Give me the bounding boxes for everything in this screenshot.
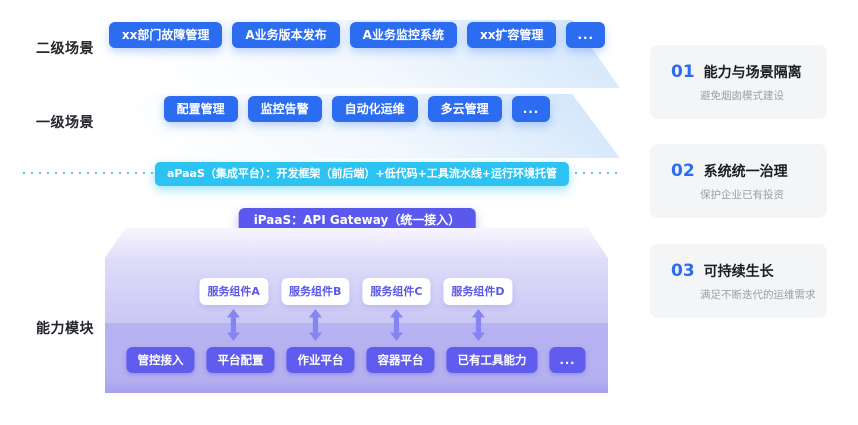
chip-existing-tools[interactable]: 已有工具能力 — [446, 347, 538, 373]
chip-platform-more[interactable]: ... — [549, 347, 586, 373]
capability-block-upper-face — [105, 258, 608, 323]
service-component-column: 服务组件C — [362, 278, 431, 341]
chip-primary-more[interactable]: ... — [511, 96, 551, 122]
apaas-bar[interactable]: aPaaS（集成平台）：开发框架（前后端）+低代码+工具流水线+运行环境托管 — [154, 162, 570, 186]
tier-label-primary-scenario: 一级场景 — [36, 115, 94, 131]
benefit-title: 系统统一治理 — [703, 164, 788, 180]
chip-container-platform[interactable]: 容器平台 — [366, 347, 435, 373]
double-arrow-icon — [471, 309, 485, 341]
benefit-card-isolation: 01 能力与场景隔离 避免烟囱模式建设 — [650, 45, 827, 119]
double-arrow-icon — [227, 309, 241, 341]
benefit-card-growth: 03 可持续生长 满足不断迭代的运维需求 — [650, 244, 827, 318]
service-component-b-card[interactable]: 服务组件B — [280, 278, 350, 305]
benefit-subtitle: 保护企业已有投资 — [700, 189, 784, 201]
benefit-heading: 03 可持续生长 — [671, 261, 817, 281]
service-component-column: 服务组件A — [199, 278, 268, 341]
tier-label-secondary-scenario: 二级场景 — [36, 41, 94, 57]
benefit-heading: 01 能力与场景隔离 — [671, 62, 817, 82]
chip-control-access[interactable]: 管控接入 — [126, 347, 195, 373]
service-component-a-card[interactable]: 服务组件A — [199, 278, 268, 305]
service-component-column: 服务组件B — [280, 278, 350, 341]
chip-multicloud-mgmt[interactable]: 多云管理 — [427, 96, 502, 122]
benefit-number: 02 — [671, 161, 695, 181]
capability-block-top-face — [105, 228, 608, 258]
chip-config-mgmt[interactable]: 配置管理 — [163, 96, 238, 122]
chip-secondary-more[interactable]: ... — [566, 22, 606, 48]
platform-capabilities-row: 管控接入 平台配置 作业平台 容器平台 已有工具能力 ... — [126, 347, 586, 373]
chip-job-platform[interactable]: 作业平台 — [286, 347, 355, 373]
chip-dept-fault-mgmt[interactable]: xx部门故障管理 — [108, 22, 223, 48]
secondary-scenario-row: xx部门故障管理 A业务版本发布 A业务监控系统 xx扩容管理 ... — [95, 22, 619, 48]
chip-platform-config[interactable]: 平台配置 — [206, 347, 275, 373]
benefit-subtitle: 避免烟囱模式建设 — [700, 90, 784, 102]
benefit-card-governance: 02 系统统一治理 保护企业已有投资 — [650, 144, 827, 218]
service-component-d-card[interactable]: 服务组件D — [443, 278, 513, 305]
benefit-number: 01 — [671, 62, 695, 82]
chip-scale-mgmt[interactable]: xx扩容管理 — [466, 22, 557, 48]
chip-auto-ops[interactable]: 自动化运维 — [331, 96, 418, 122]
benefit-number: 03 — [671, 261, 695, 281]
chip-monitor-alert[interactable]: 监控告警 — [247, 96, 322, 122]
service-components-row: 服务组件A 服务组件B 服务组件C 服务组件D — [199, 278, 513, 341]
primary-scenario-row: 配置管理 监控告警 自动化运维 多云管理 ... — [95, 96, 619, 122]
benefit-title: 能力与场景隔离 — [703, 65, 802, 81]
chip-biz-monitor-system[interactable]: A业务监控系统 — [349, 22, 457, 48]
chip-biz-version-release[interactable]: A业务版本发布 — [232, 22, 340, 48]
benefit-title: 可持续生长 — [703, 264, 774, 280]
double-arrow-icon — [389, 309, 403, 341]
benefit-subtitle: 满足不断迭代的运维需求 — [700, 289, 816, 301]
tier-label-capability-module: 能力模块 — [36, 321, 94, 337]
double-arrow-icon — [308, 309, 322, 341]
service-component-c-card[interactable]: 服务组件C — [362, 278, 431, 305]
benefit-heading: 02 系统统一治理 — [671, 161, 817, 181]
service-component-column: 服务组件D — [443, 278, 513, 341]
